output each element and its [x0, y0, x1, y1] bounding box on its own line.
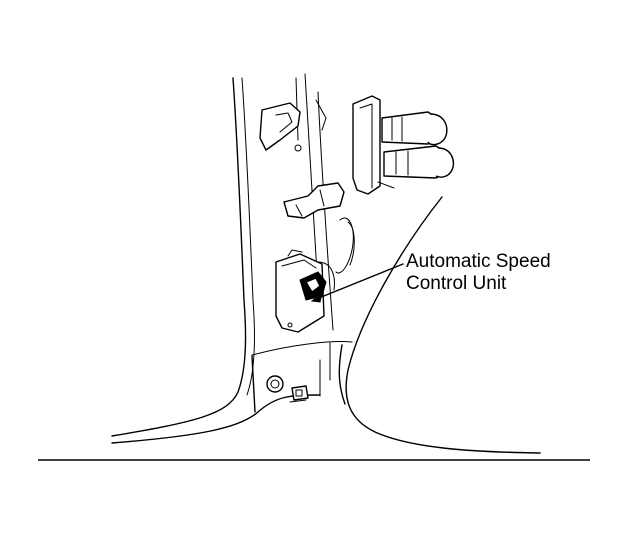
body-pillar-outline	[111, 73, 353, 444]
callout-label: Automatic Speed Control Unit	[406, 251, 551, 295]
upper-bracket	[259, 99, 327, 152]
speed-control-unit	[275, 249, 335, 333]
mid-bracket	[283, 182, 355, 274]
callout-leader-line	[310, 263, 404, 303]
relay-block	[352, 95, 455, 195]
lower-fasteners	[266, 375, 309, 403]
callout-label-line-2: Control Unit	[406, 273, 507, 294]
callout-label-line-1: Automatic Speed	[406, 251, 551, 272]
